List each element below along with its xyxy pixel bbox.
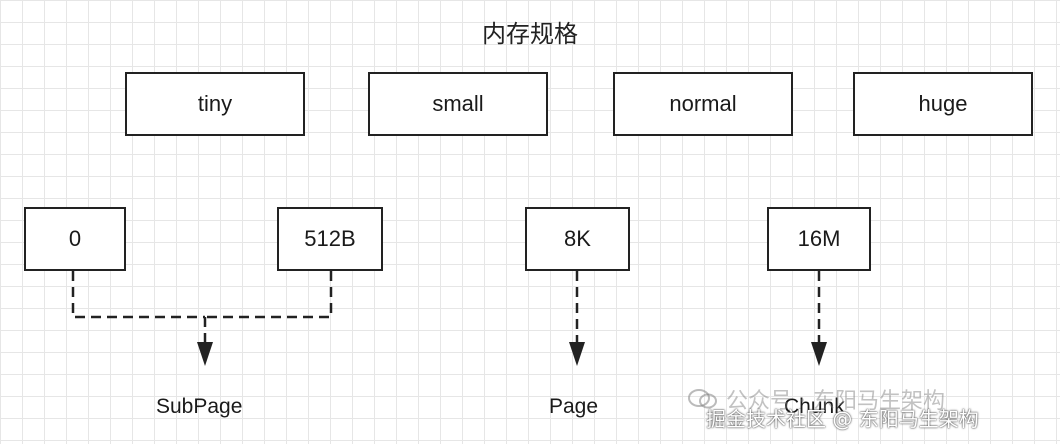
- huge-box: huge: [853, 72, 1033, 136]
- diagram-title: 内存规格: [482, 20, 578, 48]
- value-512b-box: 512B: [277, 207, 383, 271]
- wechat-icon: [688, 389, 717, 409]
- connector-512b: [205, 271, 333, 319]
- chunk-label: Chunk: [784, 395, 845, 418]
- connector-zero: [71, 271, 205, 319]
- value-0-box: 0: [24, 207, 126, 271]
- page-label: Page: [549, 395, 599, 418]
- arrowhead-subpage: [197, 342, 213, 366]
- value-16m-box: 16M: [767, 207, 871, 271]
- arrowhead-chunk: [811, 342, 827, 366]
- small-box: small: [368, 72, 548, 136]
- subpage-label: SubPage: [156, 395, 243, 418]
- normal-box: normal: [613, 72, 793, 136]
- watermark-line1: 公众号 · 东阳马生架构: [726, 389, 945, 414]
- watermark-line2: 掘金技术社区 @ 东阳马生架构: [706, 407, 979, 431]
- arrowhead-page: [569, 342, 585, 366]
- watermark-wechat: 公众号 · 东阳马生架构: [688, 383, 945, 415]
- tiny-box: tiny: [125, 72, 305, 136]
- value-8k-box: 8K: [525, 207, 630, 271]
